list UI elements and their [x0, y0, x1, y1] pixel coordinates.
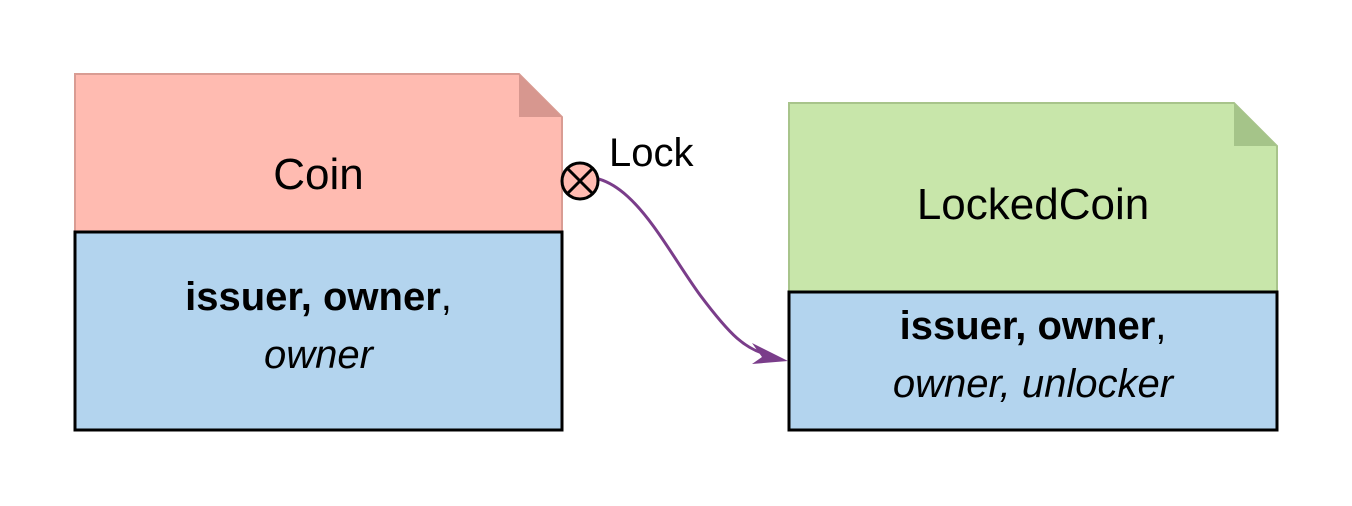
locked-coin-header-box: [788, 102, 1278, 293]
lock-port-cross-b: [565, 166, 595, 196]
locked-coin-fields-bold: issuer, owner: [899, 304, 1156, 348]
coin-fields-bold: issuer, owner: [185, 275, 441, 319]
lock-transition-arrowhead: [752, 343, 788, 364]
lock-transition-arrow: [565, 175, 773, 358]
lock-transition[interactable]: [560, 161, 788, 364]
locked-coin-fields: issuer, owner, owner, unlocker: [789, 297, 1277, 413]
locked-coin-fields-box: [787, 290, 1279, 432]
locked-coin-fields-italic: owner, unlocker: [892, 362, 1174, 406]
lock-transition-label: Lock: [609, 131, 694, 175]
locked-coin-fold-corner: [1234, 103, 1277, 146]
coin-fields-separator: ,: [440, 275, 452, 319]
coin-state[interactable]: [73, 73, 564, 432]
locked-coin-state[interactable]: [787, 102, 1279, 432]
coin-fields: issuer, owner, owner: [75, 268, 562, 384]
circle-x-icon[interactable]: [560, 161, 600, 201]
coin-title: Coin: [273, 150, 364, 199]
coin-fold-corner: [519, 74, 562, 117]
coin-fields-italic: owner: [264, 333, 373, 377]
locked-coin-title: LockedCoin: [916, 180, 1150, 229]
coin-fields-box: [73, 230, 564, 432]
locked-coin-fields-separator: ,: [1155, 304, 1167, 348]
